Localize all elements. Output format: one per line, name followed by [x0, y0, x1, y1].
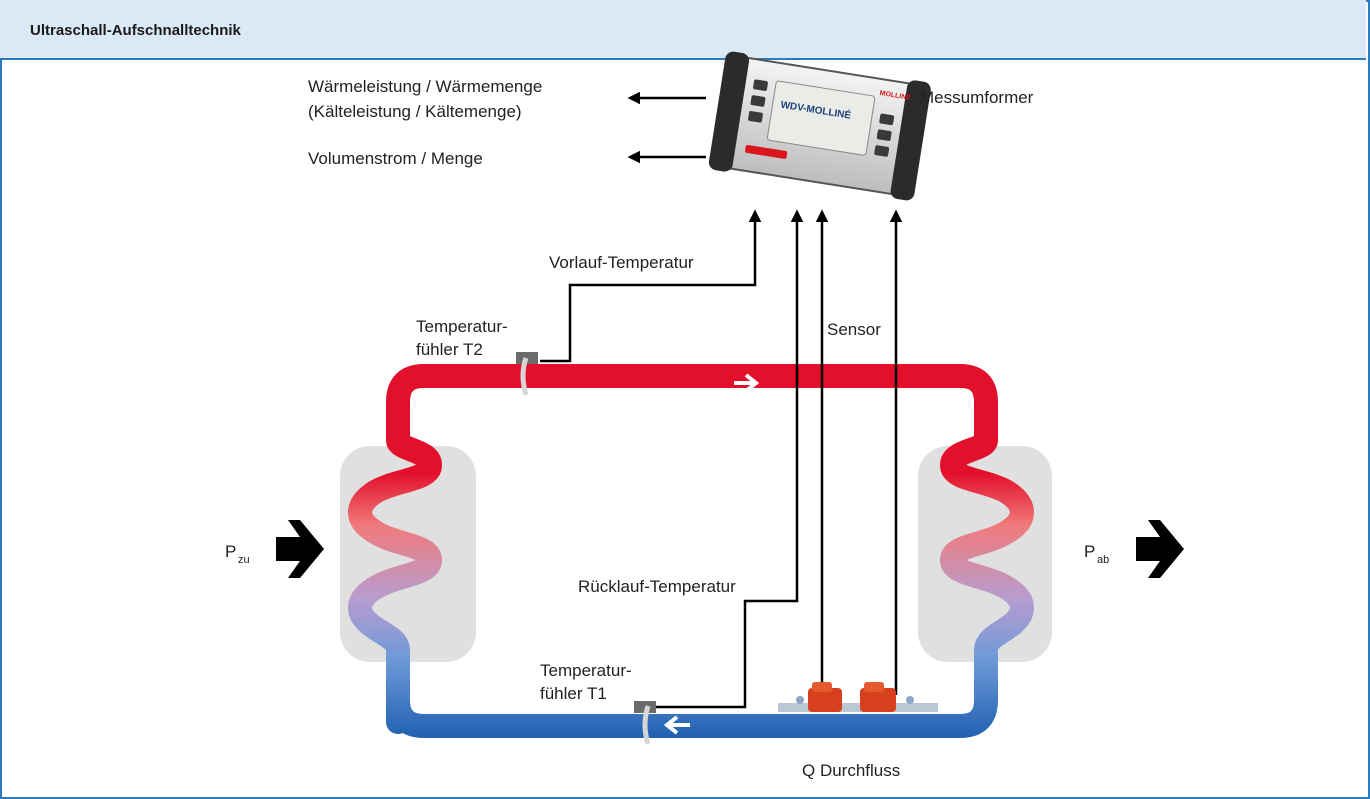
label-durchfluss: Q Durchfluss — [802, 761, 900, 780]
temperature-sensor-t1 — [634, 701, 656, 713]
label-t1-line2: fühler T1 — [540, 684, 607, 703]
flow-arrow-left-icon — [663, 715, 690, 735]
label-volumenstrom: Volumenstrom / Menge — [308, 149, 483, 168]
flow-arrow-right-icon — [734, 373, 760, 393]
label-ruecklauf-temperatur: Rücklauf-Temperatur — [578, 577, 736, 596]
label-p-zu: P — [225, 542, 236, 561]
label-t1-line1: Temperatur- — [540, 661, 632, 680]
power-out-arrow-icon — [1136, 520, 1184, 578]
ruecklauf-signal-line — [656, 209, 804, 709]
messumformer-device: WDV-MOLLINÉ MOLLINE — [708, 51, 931, 201]
temperature-sensor-t2 — [516, 352, 538, 364]
label-p-ab-sub: ab — [1097, 554, 1109, 566]
label-t2-line2: fühler T2 — [416, 340, 483, 359]
label-vorlauf-temperatur: Vorlauf-Temperatur — [549, 253, 694, 272]
page-title: Ultraschall-Aufschnalltechnik — [30, 22, 241, 39]
header-bar: Ultraschall-Aufschnalltechnik — [0, 0, 1366, 60]
label-p-ab: P — [1084, 542, 1095, 561]
label-messumformer: Messumformer — [920, 88, 1034, 107]
power-in-arrow-icon — [276, 520, 324, 578]
device-tag: MOLLINE — [879, 90, 912, 102]
label-p-zu-sub: zu — [238, 554, 250, 566]
ultrasonic-clamp-sensors — [778, 682, 938, 712]
label-waermeleistung: Wärmeleistung / Wärmemenge — [308, 77, 542, 96]
vorlauf-signal-line — [540, 209, 762, 363]
pipe-loop — [348, 364, 1034, 738]
label-t2-line1: Temperatur- — [416, 317, 508, 336]
label-kaelteleistung: (Kälteleistung / Kältemenge) — [308, 102, 522, 121]
label-sensor: Sensor — [827, 320, 881, 339]
